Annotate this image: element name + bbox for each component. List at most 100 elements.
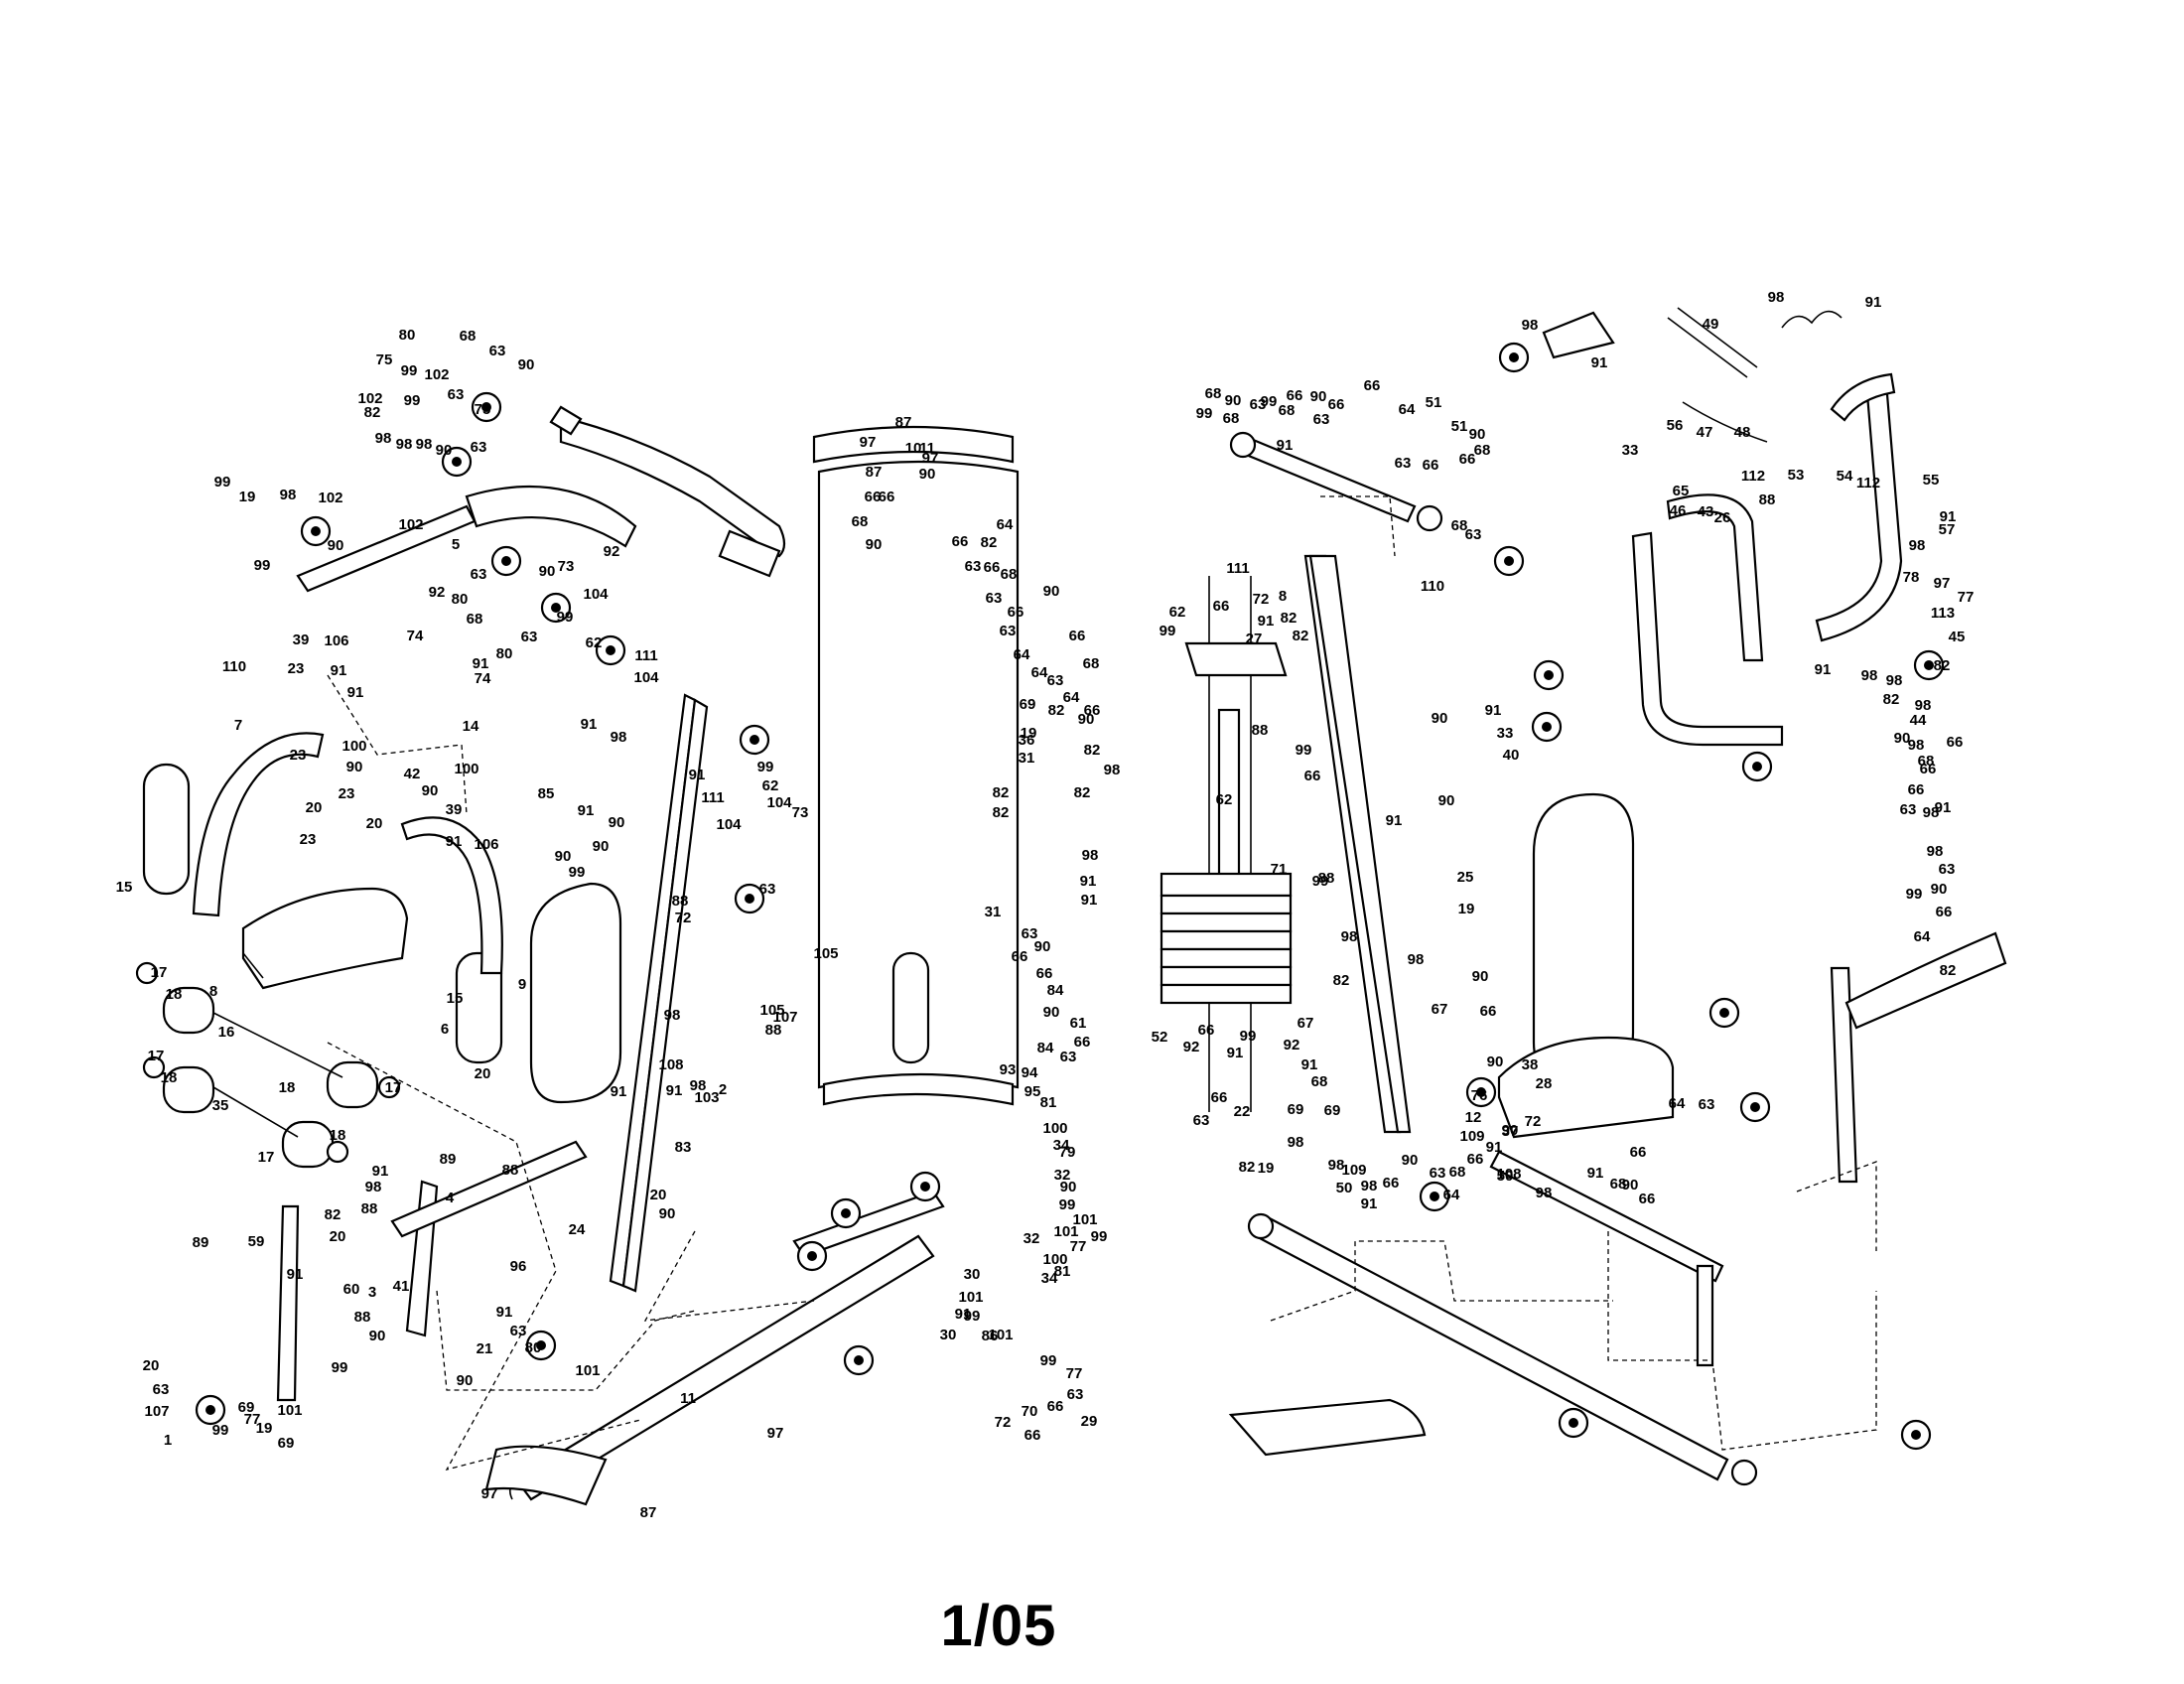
part-callout: 98 <box>611 729 627 746</box>
part-callout: 102 <box>424 366 449 383</box>
part-callout: 55 <box>1923 472 1940 489</box>
part-callout: 99 <box>1059 1196 1076 1213</box>
part-callout: 20 <box>475 1065 491 1082</box>
part-callout: 98 <box>1288 1134 1304 1151</box>
part-callout: 68 <box>1474 442 1491 459</box>
part-callout: 66 <box>1947 734 1964 751</box>
part-callout: 66 <box>1328 396 1345 413</box>
part-callout: 91 <box>1361 1195 1378 1212</box>
part-callout: 82 <box>1883 691 1900 708</box>
part-callout: 92 <box>1183 1039 1200 1055</box>
part-callout: 66 <box>1480 1003 1497 1020</box>
part-callout: 98 <box>1908 737 1925 754</box>
part-callout: 82 <box>1048 702 1065 719</box>
part-callout: 62 <box>762 777 779 794</box>
part-callout: 91 <box>1386 812 1403 829</box>
part-callout: 37 <box>1502 1123 1519 1140</box>
part-callout: 25 <box>1457 869 1474 886</box>
part-callout: 80 <box>525 1339 542 1356</box>
part-callout: 91 <box>446 833 463 850</box>
part-callout: 64 <box>1669 1095 1686 1112</box>
part-callout: 20 <box>306 799 323 816</box>
part-callout: 66 <box>1211 1089 1228 1106</box>
part-callout: 72 <box>675 910 692 926</box>
part-callout: 90 <box>1043 1004 1060 1021</box>
part-callout: 66 <box>1047 1398 1064 1415</box>
part-callout: 23 <box>339 785 355 802</box>
part-callout: 98 <box>375 430 392 447</box>
part-callout: 59 <box>248 1233 265 1250</box>
part-callout: 91 <box>473 655 489 672</box>
part-callout: 92 <box>604 543 620 560</box>
part-callout: 64 <box>1399 401 1416 418</box>
part-callout: 99 <box>1040 1352 1057 1369</box>
part-callout: 12 <box>1465 1109 1482 1126</box>
part-callout: 24 <box>569 1221 586 1238</box>
part-callout: 105 <box>759 1002 784 1019</box>
part-callout: 51 <box>1451 418 1468 435</box>
part-callout: 66 <box>1084 702 1101 719</box>
part-callout: 15 <box>116 879 133 896</box>
part-callout: 63 <box>1313 411 1330 428</box>
part-callout: 98 <box>1361 1178 1378 1194</box>
part-callout: 69 <box>1288 1101 1304 1118</box>
part-callout: 21 <box>477 1340 493 1357</box>
part-callout: 108 <box>658 1056 683 1073</box>
part-callout: 101 <box>988 1327 1013 1343</box>
part-callout: 91 <box>581 716 598 733</box>
part-callout: 82 <box>1074 784 1091 801</box>
part-callout: 40 <box>1503 747 1520 764</box>
part-callout: 91 <box>1301 1056 1318 1073</box>
part-callout: 91 <box>1591 354 1608 371</box>
part-callout: 89 <box>193 1234 209 1251</box>
part-callout: 107 <box>144 1403 169 1420</box>
part-callout: 95 <box>1024 1083 1041 1100</box>
part-callout: 63 <box>1939 861 1956 878</box>
part-callout: 90 <box>1432 710 1448 727</box>
part-callout: 67 <box>1297 1015 1314 1032</box>
part-callout: 84 <box>1037 1040 1054 1056</box>
part-callout: 63 <box>510 1323 527 1339</box>
part-callout: 69 <box>1020 696 1036 713</box>
part-callout: 98 <box>1082 847 1099 864</box>
part-callout: 86 <box>982 1328 999 1344</box>
part-callout: 74 <box>475 670 491 687</box>
part-callout: 11 <box>680 1390 696 1407</box>
page-label: 1/05 <box>940 1594 1057 1658</box>
part-callout: 48 <box>1734 424 1751 441</box>
part-callout: 91 <box>1258 613 1275 630</box>
part-callout: 82 <box>1940 962 1957 979</box>
part-callout: 77 <box>1958 589 1975 606</box>
part-callout: 66 <box>1198 1022 1215 1039</box>
part-callout: 89 <box>440 1151 457 1168</box>
part-callout: 29 <box>1081 1413 1098 1430</box>
part-callout: 90 <box>1060 1179 1077 1195</box>
part-callout: 60 <box>343 1281 360 1298</box>
part-callout: 32 <box>1054 1167 1071 1184</box>
part-callout: 101 <box>575 1362 600 1379</box>
part-callout: 82 <box>1239 1159 1256 1176</box>
part-callout: 98 <box>1522 317 1539 334</box>
part-callout: 10 <box>905 440 922 457</box>
part-callout: 71 <box>1271 861 1288 878</box>
part-callout: 98 <box>690 1077 707 1094</box>
part-callout: 90 <box>1402 1152 1419 1169</box>
part-callout: 90 <box>518 356 535 373</box>
part-callout: 9 <box>518 976 526 993</box>
part-callout: 91 <box>347 684 364 701</box>
part-callout: 91 <box>1935 799 1952 816</box>
part-callout: 90 <box>1034 938 1051 955</box>
part-callout: 19 <box>1021 725 1037 742</box>
part-callout: 104 <box>633 669 659 686</box>
part-callout: 112 <box>1741 468 1765 485</box>
part-callout: 82 <box>364 404 381 421</box>
part-callout: 36 <box>1019 732 1035 749</box>
part-callout: 19 <box>239 489 256 505</box>
part-callout: 99 <box>569 864 586 881</box>
part-callout: 91 <box>955 1306 972 1323</box>
part-callout: 27 <box>1246 631 1263 647</box>
part-callout: 69 <box>1324 1102 1341 1119</box>
part-callout: 91 <box>1865 294 1882 311</box>
part-callout: 73 <box>558 558 575 575</box>
